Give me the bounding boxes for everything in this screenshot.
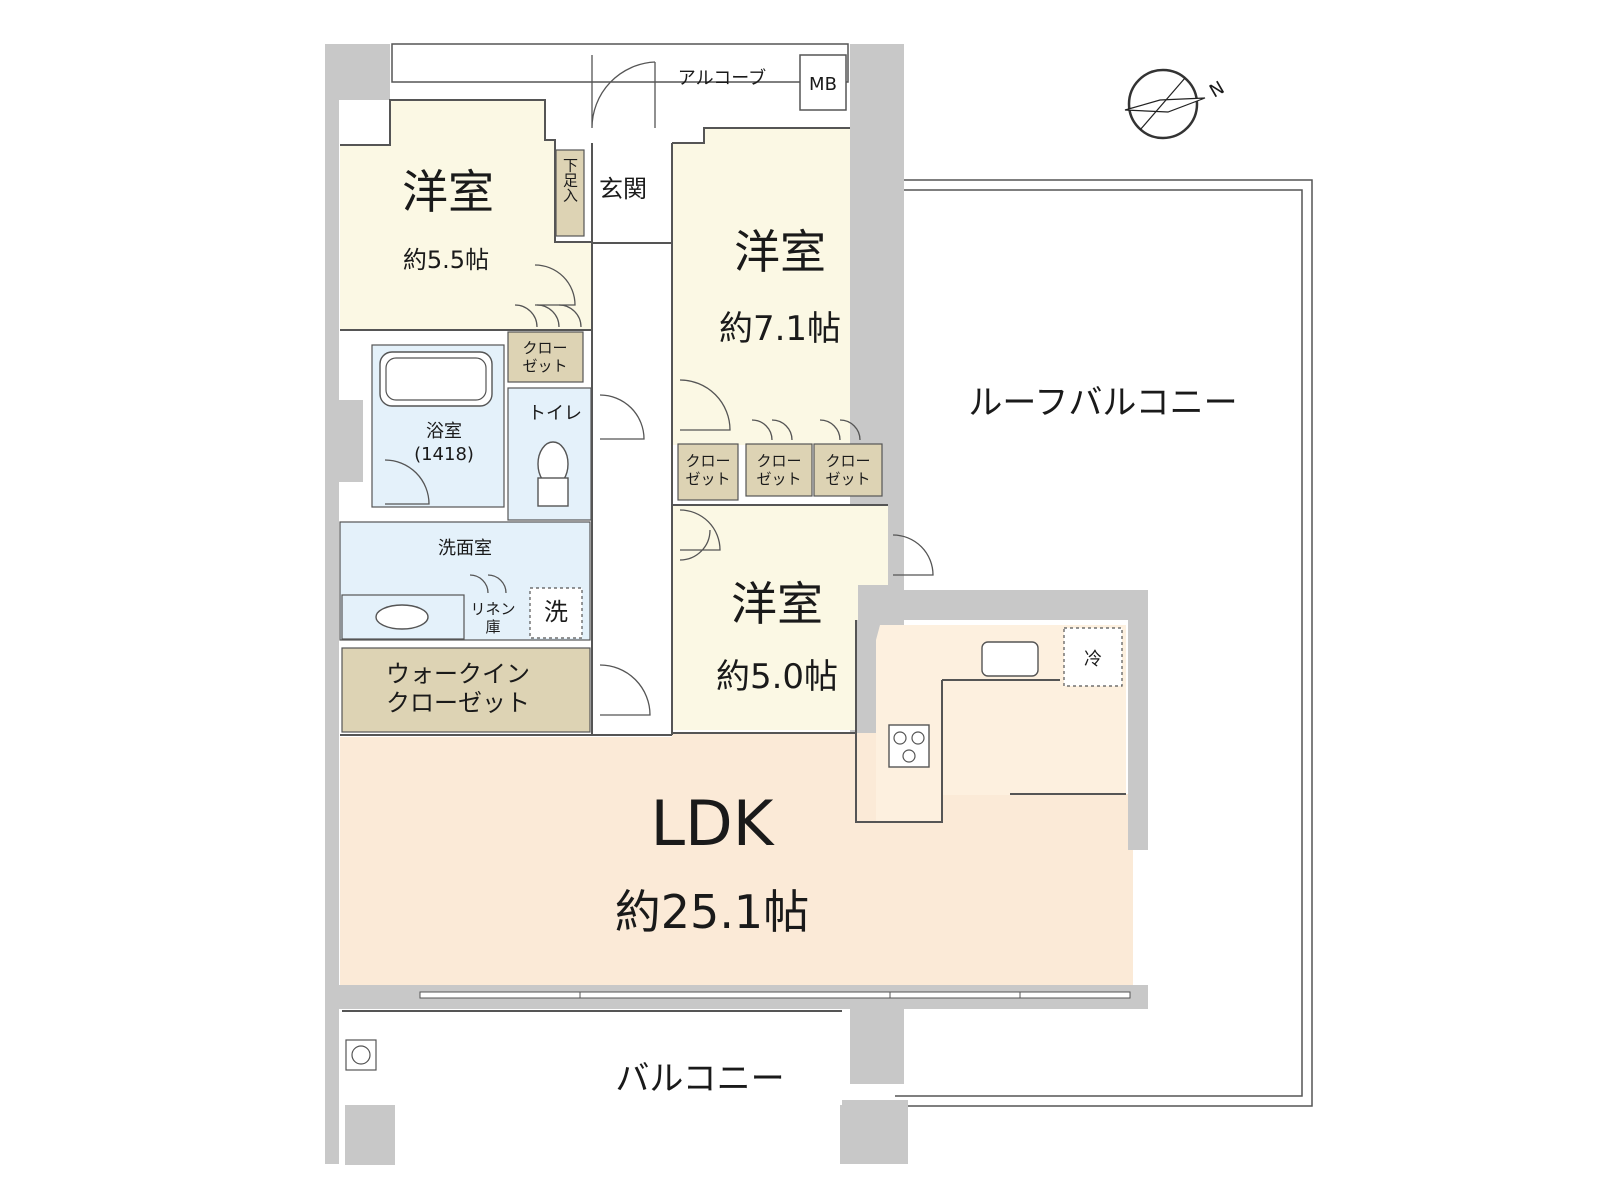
washroom-label: 洗面室	[438, 538, 492, 559]
outlet-icon	[345, 1039, 377, 1071]
alcove-area	[391, 43, 849, 83]
south-windows	[419, 991, 1131, 999]
mb-label: MB	[809, 74, 837, 95]
label-line: クロー	[522, 339, 567, 357]
walk-in-label: ウォークインクローゼット	[386, 660, 530, 717]
room-mid-name: 洋室	[731, 577, 823, 631]
interior-walls	[340, 99, 1126, 823]
label-line: ゼット	[756, 470, 801, 488]
room-nw-size: 約5.5帖	[403, 246, 489, 274]
compass-icon	[1124, 68, 1206, 140]
room-mid-floor	[672, 505, 888, 730]
shoebox-fill	[555, 149, 585, 237]
washer-space	[529, 587, 583, 639]
closet-label-nw: クローゼット	[522, 339, 567, 375]
stove-icon	[888, 724, 930, 768]
label-line: クローゼット	[386, 689, 530, 717]
entrance-floor	[592, 143, 672, 243]
alcove-label: アルコーブ	[678, 67, 766, 89]
door-swing-icon	[384, 55, 934, 716]
bathtub-icon	[379, 351, 493, 407]
entrance-label: 玄関	[599, 175, 647, 203]
closet-label-b: クローゼット	[756, 452, 801, 488]
room-mid-size: 約5.0帖	[716, 657, 838, 697]
kitchen-floor	[876, 625, 1126, 822]
room-ne-name: 洋室	[734, 225, 826, 279]
bath-label: 浴室	[426, 421, 462, 442]
ldk-floor	[340, 733, 1133, 985]
balcony-rail	[342, 1010, 842, 1012]
ldk-name: LDK	[651, 787, 775, 860]
label-line: ゼット	[825, 470, 870, 488]
label-line: ゼット	[522, 357, 567, 375]
roof-balcony-label: ルーフバルコニー	[968, 383, 1237, 423]
mb-box	[799, 54, 847, 111]
washer-label: 洗	[544, 598, 568, 626]
room-nw-name: 洋室	[402, 165, 494, 219]
label-line: クロー	[685, 452, 730, 470]
linen-label: リネン庫	[470, 600, 515, 636]
balcony-label: バルコニー	[615, 1059, 784, 1099]
label-line: クロー	[825, 452, 870, 470]
label-line: リネン	[470, 600, 515, 618]
fridge-label: 冷	[1084, 649, 1102, 670]
label-line: 庫	[485, 618, 500, 636]
label-line: ウォークイン	[386, 660, 530, 688]
closet-label-a: クローゼット	[685, 452, 730, 488]
balcony-area	[342, 1010, 842, 1105]
kitchen-sink-icon	[981, 641, 1039, 677]
ldk-size: 約25.1帖	[615, 885, 809, 939]
sink-icon	[375, 604, 429, 630]
fridge-space	[1063, 627, 1123, 687]
closet-label-c: クローゼット	[825, 452, 870, 488]
label-line: ゼット	[685, 470, 730, 488]
roof-balcony-outline	[884, 179, 1313, 1107]
toilet-label: トイレ	[528, 403, 582, 424]
hall-floor	[592, 243, 672, 733]
label-line: クロー	[756, 452, 801, 470]
north-letter-icon: N	[1206, 77, 1228, 102]
bath-size-label: (1418)	[414, 444, 474, 465]
room-ne-size: 約7.1帖	[719, 309, 841, 349]
toilet-icon	[537, 441, 569, 507]
room-nw-floor	[340, 100, 592, 330]
shoebox-label: 下足入	[561, 158, 579, 203]
room-ne-floor	[673, 128, 850, 445]
